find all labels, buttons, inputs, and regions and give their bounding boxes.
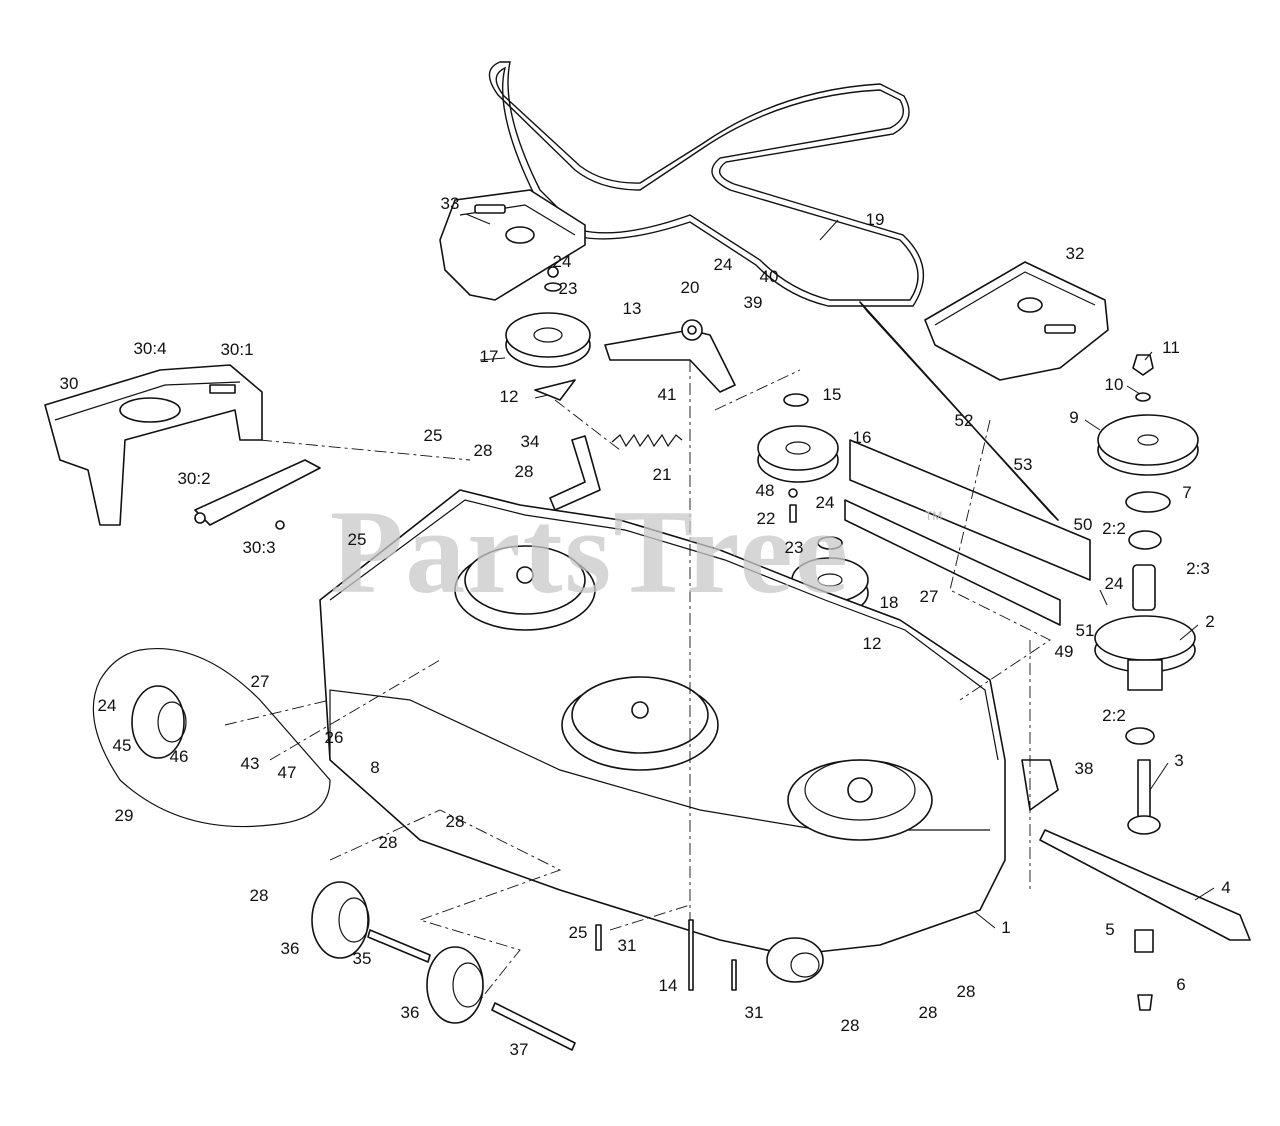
gauge-wheels [131,685,576,1051]
callout-c304[interactable]: 30:4 [133,339,166,358]
callout-c1[interactable]: 1 [1001,918,1010,937]
callout-c37[interactable]: 37 [510,1040,529,1059]
callout-c25b[interactable]: 25 [348,530,367,549]
belt-cover-right [924,261,1109,381]
callout-c17[interactable]: 17 [480,347,499,366]
callout-c24a[interactable]: 24 [553,252,572,271]
callout-c24d[interactable]: 24 [1105,574,1124,593]
callout-c25c[interactable]: 25 [569,923,588,942]
callout-c11[interactable]: 11 [1162,338,1180,357]
callout-c30[interactable]: 30 [60,374,79,393]
callout-c16[interactable]: 16 [853,428,872,447]
callout-c33[interactable]: 33 [441,194,460,213]
callout-c26[interactable]: 26 [325,728,344,747]
watermark-text: PartsTree [330,485,850,618]
spring [611,433,683,448]
idler-arm [604,319,736,393]
callout-c28e[interactable]: 28 [250,886,269,905]
callout-c31b[interactable]: 31 [745,1003,764,1022]
mower-deck [319,489,1006,983]
assembly-lines [224,360,1051,1001]
callout-leaders [465,213,1215,929]
callout-c24c[interactable]: 24 [816,493,835,512]
callout-c14[interactable]: 14 [659,976,678,995]
callout-c19[interactable]: 19 [866,210,885,229]
baffle-plates [844,301,1091,626]
callout-c47[interactable]: 47 [278,763,297,782]
callout-c36a[interactable]: 36 [281,939,300,958]
callout-c23a[interactable]: 23 [559,279,578,298]
callout-c8[interactable]: 8 [370,758,379,777]
pulley-16 [757,393,839,523]
callout-c28d[interactable]: 28 [379,833,398,852]
callout-c43[interactable]: 43 [241,754,260,773]
callout-c4[interactable]: 4 [1221,878,1230,897]
belt [488,61,925,307]
callout-c28b[interactable]: 28 [515,462,534,481]
callout-c45[interactable]: 45 [113,736,132,755]
callout-c22[interactable]: 22 [757,509,776,528]
belt-cover-left [439,189,586,301]
callout-c40[interactable]: 40 [760,267,779,286]
callout-c48[interactable]: 48 [756,481,775,500]
callout-c5[interactable]: 5 [1105,920,1114,939]
callout-c27b[interactable]: 27 [251,672,270,691]
callout-c13[interactable]: 13 [623,299,642,318]
callout-c2[interactable]: 2 [1205,612,1214,631]
callout-c12a[interactable]: 12 [500,387,519,406]
wheel-group-outline [92,648,331,828]
callout-c9[interactable]: 9 [1069,408,1078,427]
callout-c21[interactable]: 21 [653,465,672,484]
watermark: PartsTree TM [330,485,942,618]
callout-c22c[interactable]: 2:2 [1102,706,1126,725]
callout-c15[interactable]: 15 [823,385,842,404]
callout-c7[interactable]: 7 [1182,483,1191,502]
callout-c36b[interactable]: 36 [401,1003,420,1022]
callout-c28a[interactable]: 28 [474,441,493,460]
callout-c53[interactable]: 53 [1014,455,1033,474]
spindle-assembly [1039,354,1251,1011]
callout-c28g[interactable]: 28 [919,1003,938,1022]
callout-c50[interactable]: 50 [1074,515,1093,534]
callout-c28h[interactable]: 28 [841,1016,860,1035]
callout-c46[interactable]: 46 [170,747,189,766]
callout-c32[interactable]: 32 [1066,244,1085,263]
pulley-17 [505,266,591,401]
callout-c28c[interactable]: 28 [446,812,465,831]
callout-c28f[interactable]: 28 [957,982,976,1001]
callout-c18[interactable]: 18 [880,593,899,612]
callout-c20[interactable]: 20 [681,278,700,297]
watermark-trademark: TM [925,509,942,523]
cover-bracket [194,459,321,530]
callout-c39[interactable]: 39 [744,293,763,312]
callout-c3[interactable]: 3 [1174,751,1183,770]
callout-c24e[interactable]: 24 [98,696,117,715]
callout-c6[interactable]: 6 [1176,975,1185,994]
bolts [595,759,1059,991]
callout-c29[interactable]: 29 [115,806,134,825]
callout-c24b[interactable]: 24 [714,255,733,274]
callout-c38[interactable]: 38 [1075,759,1094,778]
callout-c303[interactable]: 30:3 [242,538,275,557]
callout-c302[interactable]: 30:2 [177,469,210,488]
callout-c12b[interactable]: 12 [863,634,882,653]
callout-c52[interactable]: 52 [955,411,974,430]
callout-c10[interactable]: 10 [1105,375,1124,394]
callout-c35[interactable]: 35 [353,949,372,968]
deck-cover-left [44,364,263,526]
callout-c25a[interactable]: 25 [424,426,443,445]
callout-c49[interactable]: 49 [1055,642,1074,661]
callout-c27a[interactable]: 27 [920,587,939,606]
callout-c34[interactable]: 34 [521,432,540,451]
callout-c23b[interactable]: 23 [785,538,804,557]
callout-c23c[interactable]: 2:3 [1186,559,1210,578]
callout-c301[interactable]: 30:1 [220,340,253,359]
callout-c31a[interactable]: 31 [618,936,637,955]
callout-c22b[interactable]: 2:2 [1102,519,1126,538]
callout-c51[interactable]: 51 [1076,621,1095,640]
callout-c41[interactable]: 41 [658,385,677,404]
